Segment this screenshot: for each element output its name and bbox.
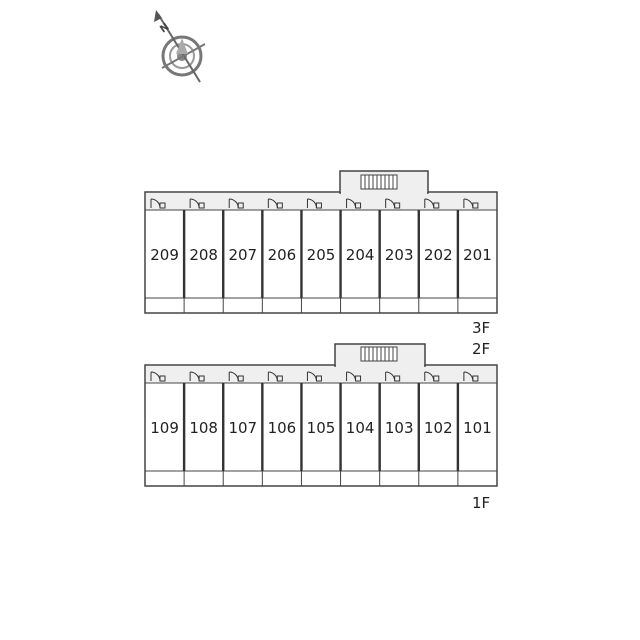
unit-number-108: 108 — [189, 419, 218, 437]
unit-wall — [261, 210, 264, 298]
door-icon — [463, 371, 479, 382]
unit-number-204: 204 — [346, 246, 375, 264]
unit-number-201: 201 — [463, 246, 492, 264]
unit-wall — [378, 210, 381, 298]
floor-label-1f: 1F — [472, 494, 490, 512]
door-icon — [463, 198, 479, 209]
unit-number-109: 109 — [150, 419, 179, 437]
unit-wall — [339, 210, 342, 298]
unit-number-202: 202 — [424, 246, 453, 264]
unit-wall — [300, 210, 303, 298]
door-icon — [267, 198, 283, 209]
unit-wall — [300, 383, 303, 471]
door-icon — [306, 198, 322, 209]
building-upper: 209 208 207 206 205 204 203 202 201 — [144, 170, 498, 314]
unit-number-207: 207 — [228, 246, 257, 264]
unit-number-102: 102 — [424, 419, 453, 437]
stairs-icon — [360, 346, 398, 362]
unit-wall — [339, 383, 342, 471]
stairs-icon — [360, 174, 398, 190]
unit-wall — [456, 383, 460, 471]
unit-number-101: 101 — [463, 419, 492, 437]
door-icon — [424, 371, 440, 382]
unit-wall — [456, 210, 460, 298]
floor-label-2f: 2F — [472, 340, 490, 358]
door-icon — [267, 371, 283, 382]
door-icon — [189, 198, 205, 209]
unit-number-208: 208 — [189, 246, 218, 264]
door-icon — [385, 371, 401, 382]
door-icon — [306, 371, 322, 382]
door-icon — [346, 371, 362, 382]
unit-wall — [222, 383, 225, 471]
door-icon — [150, 371, 166, 382]
floor-label-3f: 3F — [472, 319, 490, 337]
compass-icon: N — [154, 10, 206, 83]
door-icon — [228, 371, 244, 382]
unit-wall — [378, 383, 381, 471]
unit-number-203: 203 — [385, 246, 414, 264]
unit-number-209: 209 — [150, 246, 179, 264]
unit-wall — [261, 383, 264, 471]
unit-wall — [182, 210, 186, 298]
unit-number-107: 107 — [228, 419, 257, 437]
unit-number-206: 206 — [268, 246, 297, 264]
door-icon — [150, 198, 166, 209]
door-icon — [228, 198, 244, 209]
unit-number-205: 205 — [307, 246, 336, 264]
unit-wall — [417, 210, 420, 298]
unit-wall — [417, 383, 420, 471]
door-icon — [189, 371, 205, 382]
door-icon — [346, 198, 362, 209]
door-icon — [385, 198, 401, 209]
unit-number-104: 104 — [346, 419, 375, 437]
unit-number-105: 105 — [307, 419, 336, 437]
unit-number-103: 103 — [385, 419, 414, 437]
unit-wall — [182, 383, 186, 471]
building-lower: 109 108 107 106 105 104 103 102 101 — [144, 343, 498, 487]
unit-number-106: 106 — [268, 419, 297, 437]
unit-wall — [222, 210, 225, 298]
door-icon — [424, 198, 440, 209]
